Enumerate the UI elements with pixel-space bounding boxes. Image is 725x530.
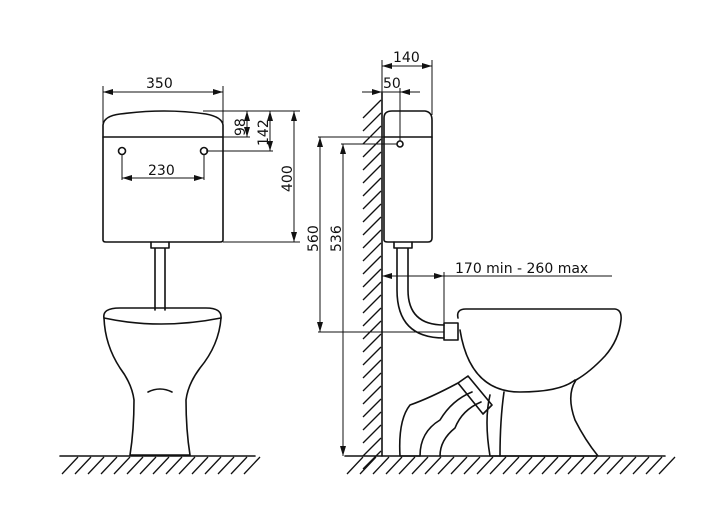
hatch-line (87, 456, 105, 475)
hatch-line (593, 456, 611, 475)
hatch-line (362, 242, 382, 262)
hatch-line (424, 456, 442, 475)
hatch-line (632, 456, 650, 475)
cistern-front (102, 110, 224, 243)
hatch-line (362, 164, 382, 184)
hatch-line (126, 456, 144, 475)
hatch-line (398, 456, 416, 475)
hatch-line (411, 456, 429, 475)
hatch-line (437, 456, 455, 475)
dim-230: 230 (148, 163, 175, 179)
hatch-line (567, 456, 585, 475)
dim-98: 98 (233, 118, 249, 136)
hatch-line (463, 456, 481, 475)
hatch-line (74, 456, 92, 475)
hatch-line (362, 151, 382, 171)
front-view: 350 98 142 400 230 (59, 76, 300, 475)
side-view: 140 50 560 536 170 min - 260 max (306, 50, 676, 475)
hatch-line (606, 456, 624, 475)
hatch-line (178, 456, 196, 475)
hatch-line (113, 456, 131, 475)
floor-hatching-side (346, 456, 676, 475)
dim-536: 536 (329, 225, 345, 252)
floor-hatching-front (61, 456, 261, 475)
hatch-line (362, 216, 382, 236)
hatch-line (541, 456, 559, 475)
hatch-line (191, 456, 209, 475)
hatch-line (385, 456, 403, 475)
hatch-line (362, 372, 382, 392)
hatch-line (619, 456, 637, 475)
hatch-line (658, 456, 676, 475)
hatch-line (230, 456, 248, 475)
hatch-line (362, 437, 382, 457)
dim-142: 142 (256, 119, 272, 146)
hatch-line (152, 456, 170, 475)
hatch-line (362, 203, 382, 223)
hatch-line (362, 424, 382, 444)
hatch-line (139, 456, 157, 475)
hatch-line (372, 456, 390, 475)
hatch-line (362, 255, 382, 275)
hatch-line (362, 411, 382, 431)
hatch-line (362, 99, 382, 119)
hatch-line (362, 385, 382, 405)
dim-170-260: 170 min - 260 max (455, 261, 588, 277)
flush-pipe-front (150, 241, 170, 311)
hatch-line (362, 138, 382, 158)
hatch-line (489, 456, 507, 475)
hatch-line (645, 456, 663, 475)
hatch-line (362, 346, 382, 366)
hatch-line (515, 456, 533, 475)
hatch-line (476, 456, 494, 475)
hatch-line (362, 307, 382, 327)
hatch-line (528, 456, 546, 475)
dim-50: 50 (383, 76, 401, 92)
hatch-line (346, 456, 364, 475)
toilet-bowl-side (456, 308, 622, 457)
hatch-line (204, 456, 222, 475)
hatch-line (362, 125, 382, 145)
hatch-line (362, 294, 382, 314)
hatch-line (554, 456, 572, 475)
hatch-line (100, 456, 118, 475)
cistern-side (383, 110, 433, 243)
hatch-line (362, 229, 382, 249)
hatch-line (362, 333, 382, 353)
flush-pipe-side (393, 241, 445, 339)
hatch-line (217, 456, 235, 475)
dim-400: 400 (280, 165, 296, 192)
hatch-line (362, 398, 382, 418)
flush-button-side (396, 140, 404, 148)
hatch-line (165, 456, 183, 475)
hatch-line (243, 456, 261, 475)
hatch-line (450, 456, 468, 475)
hatch-line (362, 190, 382, 210)
hatch-line (362, 177, 382, 197)
wall-hatching (362, 99, 382, 470)
hatch-line (362, 320, 382, 340)
hatch-line (61, 456, 79, 475)
dim-350: 350 (146, 76, 173, 92)
dim-140: 140 (393, 50, 420, 66)
dim-560: 560 (306, 225, 322, 252)
hatch-line (359, 456, 377, 475)
hatch-line (502, 456, 520, 475)
hatch-line (362, 112, 382, 132)
outlet-connector (398, 375, 493, 457)
hatch-line (362, 359, 382, 379)
hatch-line (580, 456, 598, 475)
hatch-line (362, 281, 382, 301)
hatch-line (362, 450, 382, 470)
hatch-line (362, 268, 382, 288)
flush-button-left (117, 146, 127, 156)
toilet-bowl-front (103, 307, 222, 456)
